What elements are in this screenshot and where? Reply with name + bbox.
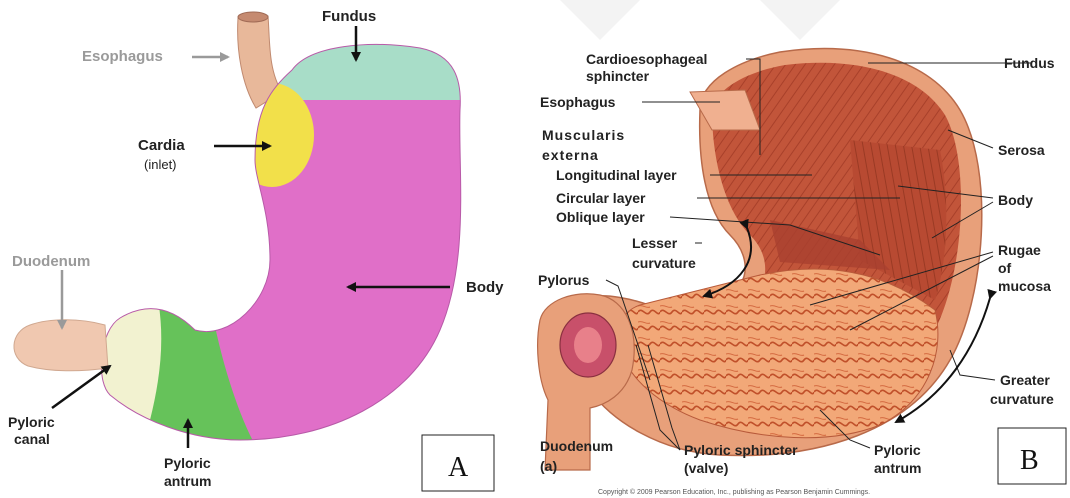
label-serosa: Serosa	[998, 142, 1045, 158]
label-pyloric-sphincter-2: (valve)	[684, 460, 728, 476]
label-duodenum-b: Duodenum	[540, 438, 613, 454]
label-fundus-b: Fundus	[1004, 55, 1055, 71]
label-greater: Greater	[1000, 372, 1050, 388]
copyright-notice: Copyright © 2009 Pearson Education, Inc.…	[598, 488, 870, 496]
label-cardioesophageal: Cardioesophageal	[586, 51, 707, 67]
label-muscularis: Muscularis	[542, 127, 625, 143]
esophagus-opening	[238, 12, 268, 22]
label-oblique: Oblique layer	[556, 209, 645, 225]
label-pyloric-canal-a-2: canal	[14, 431, 50, 447]
label-lesser: Lesser	[632, 235, 678, 251]
label-cardia-a: Cardia	[138, 137, 185, 154]
label-pyloric-antrum-a: Pyloric	[164, 455, 211, 471]
label-pyloric-canal-a: Pyloric	[8, 414, 55, 430]
label-muscularis-2: externa	[542, 147, 599, 163]
leader-greater	[950, 350, 995, 380]
label-pyloric-sphincter: Pyloric sphincter	[684, 442, 798, 458]
label-longitudinal: Longitudinal layer	[556, 167, 677, 183]
cardia-region	[230, 83, 314, 187]
label-pylorus: Pylorus	[538, 272, 590, 288]
pylorus-inner	[574, 327, 602, 363]
panel-a-letter: A	[448, 452, 469, 483]
label-rugae: Rugae	[998, 242, 1041, 258]
label-esophagus-b: Esophagus	[540, 94, 616, 110]
label-lesser-2: curvature	[632, 255, 696, 271]
label-esophagus-a: Esophagus	[82, 48, 163, 65]
label-body-b: Body	[998, 192, 1033, 208]
label-pyloric-antrum-b-2: antrum	[874, 460, 921, 476]
label-cardia-inlet-a: (inlet)	[144, 157, 177, 172]
label-body-a: Body	[466, 279, 504, 296]
label-rugae-2: of	[998, 260, 1012, 276]
watermark-shape	[560, 0, 840, 40]
label-circular: Circular layer	[556, 190, 646, 206]
label-pyloric-antrum-a-2: antrum	[164, 473, 211, 489]
label-fundus-a: Fundus	[322, 8, 376, 25]
panel-b: Cardioesophageal sphincter Esophagus Mus…	[538, 49, 1066, 496]
label-greater-2: curvature	[990, 391, 1054, 407]
pyloric-canal-arrow	[52, 366, 110, 408]
label-cardioesophageal-2: sphincter	[586, 68, 650, 84]
label-duodenum-a: Duodenum	[12, 253, 90, 270]
panel-a: Esophagus Fundus Cardia (inlet) Duodenum…	[8, 8, 504, 491]
label-pyloric-antrum-b: Pyloric	[874, 442, 921, 458]
panel-b-letter: B	[1020, 445, 1039, 476]
label-panel-mark-a: (a)	[540, 458, 557, 474]
label-rugae-3: mucosa	[998, 278, 1051, 294]
